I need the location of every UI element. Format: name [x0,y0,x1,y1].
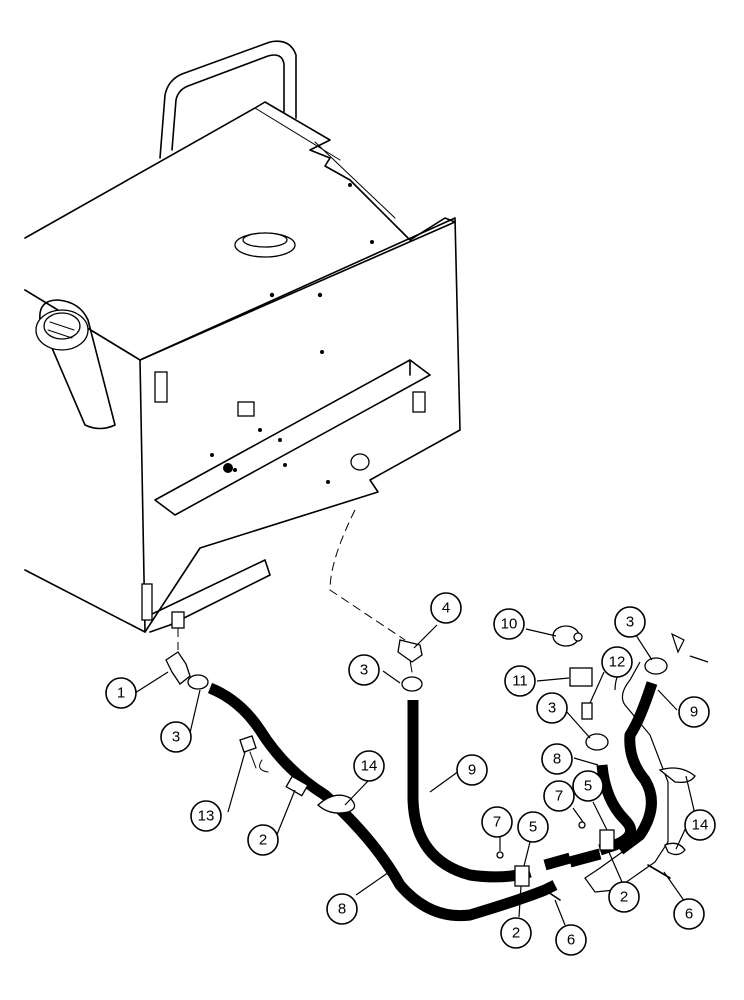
hose-clamp [644,657,668,675]
svg-text:14: 14 [361,758,378,775]
svg-text:9: 9 [690,704,698,721]
callout-1: 1 [105,677,137,709]
callout-14: 14 [684,809,716,841]
svg-text:8: 8 [338,901,346,918]
callout-8: 8 [541,743,573,775]
svg-text:2: 2 [512,925,520,942]
elbow-fitting [165,651,191,685]
bolt [239,735,269,773]
svg-text:7: 7 [493,814,501,831]
o-ring [578,821,586,829]
tank-assembly [24,40,461,633]
svg-text:13: 13 [198,808,215,825]
callout-2: 2 [608,881,640,913]
adapter-fitting [569,667,593,687]
hose-8-left [207,682,558,922]
callout-3: 3 [536,692,568,724]
svg-text:9: 9 [468,762,476,779]
svg-text:7: 7 [555,788,563,805]
callouts: 1 3 13 2 14 8 4 3 9 7 5 2 6 10 11 12 3 8… [105,592,716,956]
svg-text:2: 2 [620,889,628,906]
o-ring [496,851,504,859]
callout-5: 5 [572,770,604,802]
svg-text:14: 14 [692,817,709,834]
hose-lower-right-segment [568,848,602,868]
hose-clamp [187,674,209,690]
callout-4: 4 [430,592,462,624]
callout-7: 7 [481,806,513,838]
svg-text:4: 4 [442,600,450,617]
hose-middle-right-segment [543,852,572,871]
callout-9: 9 [456,754,488,786]
callout-7: 7 [543,780,575,812]
tie-strap [664,842,686,856]
clip [599,829,615,851]
svg-text:5: 5 [529,819,537,836]
nipple-fitting [581,702,593,720]
svg-text:11: 11 [512,673,528,690]
svg-text:1: 1 [117,685,125,702]
svg-text:3: 3 [360,662,368,679]
filler-cap [35,299,116,430]
callout-6: 6 [555,924,587,956]
hose-ghost-outline [584,661,669,893]
svg-text:6: 6 [567,932,575,949]
callout-13: 13 [190,800,222,832]
svg-text:3: 3 [626,614,634,631]
svg-text:8: 8 [553,751,561,768]
callout-10: 10 [493,608,525,640]
callout-14: 14 [353,750,385,782]
callout-3: 3 [160,721,192,753]
callout-5: 5 [517,811,549,843]
callout-9: 9 [678,696,710,728]
svg-text:2: 2 [259,832,267,849]
clip [514,865,530,887]
svg-text:10: 10 [501,616,518,633]
callout-11: 11 [504,665,536,697]
tie-strap [317,794,356,814]
callout-2: 2 [247,824,279,856]
hoses [207,659,669,922]
callout-3: 3 [348,654,380,686]
callout-8: 8 [326,893,358,925]
callout-2: 2 [500,917,532,949]
hose-clamp [585,733,609,751]
callout-6: 6 [673,898,705,930]
callout-3: 3 [614,606,646,638]
svg-text:5: 5 [584,778,592,795]
hose-9-middle [407,700,532,883]
svg-text:3: 3 [172,729,180,746]
svg-text:6: 6 [685,906,693,923]
svg-text:3: 3 [548,700,556,717]
guide-line-tee [329,509,406,641]
callout-12: 12 [601,646,633,678]
hose-9-right [616,681,658,855]
svg-text:12: 12 [609,654,626,671]
hose-clamp [401,676,423,692]
screw [541,887,561,901]
